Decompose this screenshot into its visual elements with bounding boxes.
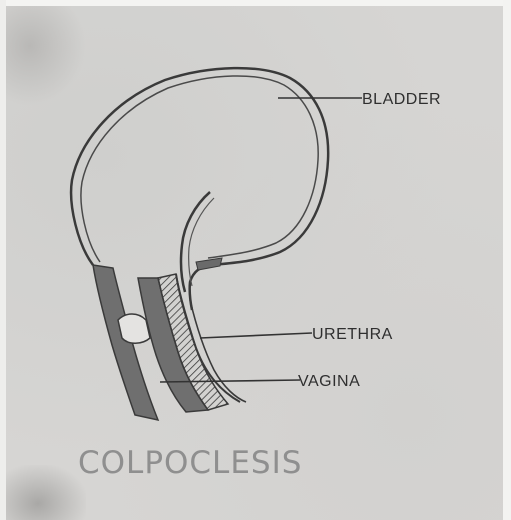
bladder-neck-mark	[196, 258, 222, 270]
figure-caption: COLPOCLESIS	[78, 445, 302, 481]
urethra-leader-line	[200, 333, 312, 338]
vagina-label: VAGINA	[298, 373, 360, 390]
urethra-label: URETHRA	[312, 326, 393, 343]
colpocleisis-septum	[118, 314, 150, 343]
bladder-inner-wall	[81, 76, 318, 262]
bladder-label: BLADDER	[362, 91, 441, 108]
